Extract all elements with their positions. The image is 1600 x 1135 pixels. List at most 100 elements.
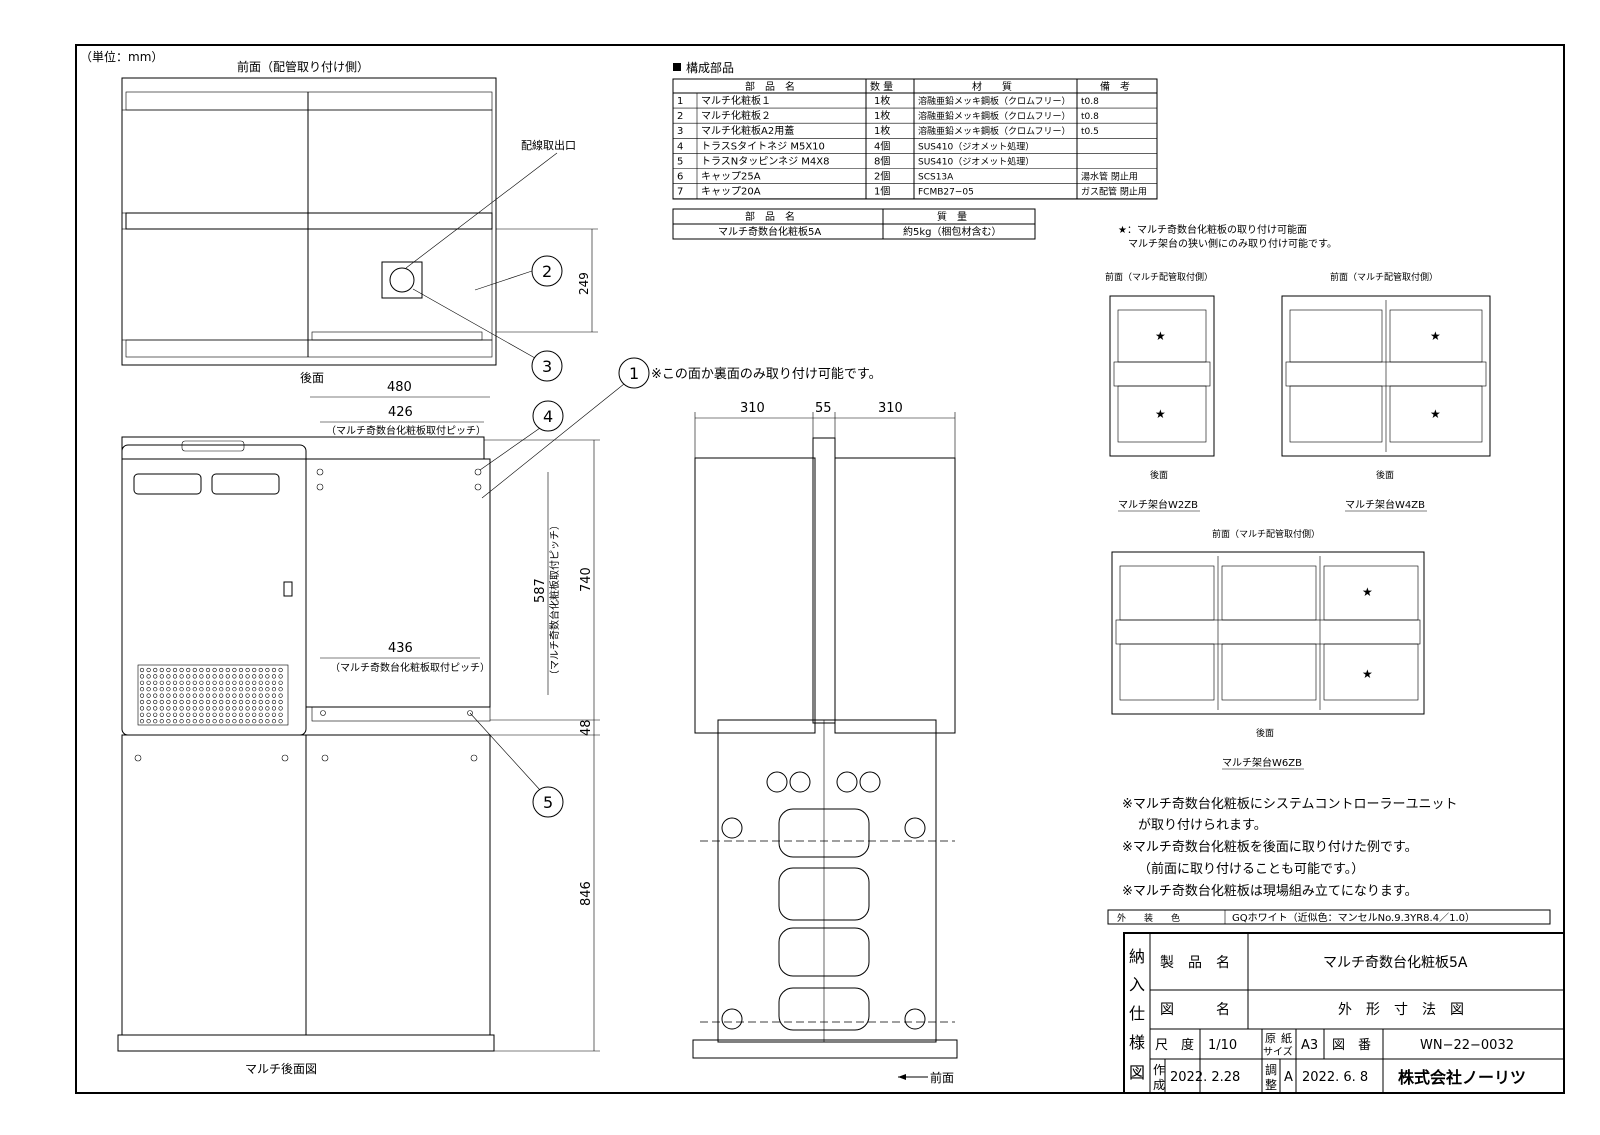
svg-text:調: 調 [1265, 1063, 1277, 1077]
dim-846: 846 [579, 881, 594, 906]
svg-text:が取り付けられます。: が取り付けられます。 [1138, 818, 1267, 833]
drawing-number: WN−22−0032 [1420, 1038, 1514, 1053]
svg-text:マルチ架台W6ZB: マルチ架台W6ZB [1222, 756, 1302, 769]
star-note-2: マルチ架台の狭い側にのみ取り付け可能です。 [1128, 237, 1337, 250]
parts-row-5-material: SUS410（ジオメット処理） [918, 155, 1034, 167]
parts-row-4-material: SUS410（ジオメット処理） [918, 140, 1034, 152]
dim-436: 436 [388, 641, 413, 656]
parts-row-1-material: 溶融亜鉛メッキ鋼板（クロムフリー） [918, 95, 1070, 107]
side-view: 310 55 310 前面 [692, 401, 958, 1085]
svg-text:※マルチ奇数台化粧板にシステムコントローラーユニット: ※マルチ奇数台化粧板にシステムコントローラーユニット [1122, 796, 1458, 812]
svg-text:前面（マルチ配管取付側）: 前面（マルチ配管取付側） [1212, 528, 1320, 540]
front-arrow-label: 前面 [930, 1070, 954, 1085]
svg-text:図: 図 [1129, 1063, 1145, 1082]
notes: ※マルチ奇数台化粧板にシステムコントローラーユニット が取り付けられます。 ※マ… [1122, 796, 1458, 899]
svg-text:A: A [1284, 1070, 1293, 1085]
parts-row-1-no: 1 [677, 96, 683, 107]
parts-row-4-qty: 4個 [874, 139, 890, 152]
parts-row-4-no: 4 [677, 141, 683, 152]
svg-text:外 装 色: 外 装 色 [1117, 912, 1180, 924]
svg-text:備 考: 備 考 [1100, 80, 1130, 93]
svg-text:（前面に取り付けることも可能です。）: （前面に取り付けることも可能です。） [1138, 861, 1364, 877]
dim-740: 740 [579, 567, 594, 592]
parts-row-7-note: ガス配管 閉止用 [1081, 186, 1147, 198]
stand-w6zb: 前面（マルチ配管取付側） ★ ★ 後面 マルチ架台W6ZB [1111, 528, 1425, 770]
knockout-shapes [778, 808, 870, 1031]
parts-row-2-no: 2 [677, 111, 683, 122]
svg-text:整: 整 [1265, 1077, 1277, 1092]
rear-view: 480 426 （マルチ奇数台化粧板取付ピッチ） 436 （マルチ奇数台化粧板取… [117, 380, 600, 1076]
dim-310-right: 310 [878, 401, 903, 416]
stand-left [121, 734, 307, 1036]
dim-55: 55 [815, 401, 832, 416]
dim-587: 587 [533, 578, 548, 603]
parts-row-1-qty: 1枚 [874, 94, 890, 107]
pitch-label-top: （マルチ奇数台化粧板取付ピッチ） [326, 424, 486, 437]
callout-3 [531, 350, 563, 382]
star-note-1: ★：マルチ奇数台化粧板の取り付け可能面 [1118, 223, 1307, 236]
pipe-holes [721, 771, 926, 1030]
dim-426: 426 [388, 405, 413, 420]
svg-text:1/10: 1/10 [1208, 1038, 1237, 1053]
parts-row-6-no: 6 [677, 172, 683, 183]
product-name: マルチ奇数台化粧板5A [1323, 954, 1468, 971]
unit-label: （単位：mm） [80, 49, 163, 64]
company-name: 株式会社ノーリツ [1398, 1068, 1526, 1087]
svg-text:後面: 後面 [1376, 469, 1394, 481]
svg-text:★: ★ [1430, 407, 1441, 421]
svg-text:納: 納 [1129, 947, 1145, 966]
top-view: 前面（配管取り付け側） 配線取出口 後面 249 2 3 [121, 59, 598, 385]
parts-row-1-name: マルチ化粧板１ [701, 94, 771, 107]
vent-holes [139, 667, 283, 724]
callout-5 [532, 786, 564, 818]
svg-text:成: 成 [1153, 1078, 1165, 1092]
top-outline [121, 77, 497, 366]
parts-row-2-qty: 1枚 [874, 109, 890, 122]
svg-text:※マルチ奇数台化粧板を後面に取り付けた例です。: ※マルチ奇数台化粧板を後面に取り付けた例です。 [1122, 839, 1418, 855]
color-row [1107, 909, 1551, 925]
center-post [812, 437, 836, 724]
dim-310-left: 310 [740, 401, 765, 416]
svg-text:材 質: 材 質 [972, 80, 1012, 93]
top-rear-label: 後面 [300, 371, 324, 385]
top-front-label: 前面（配管取り付け側） [237, 59, 369, 74]
parts-row-5-name: トラスNタッピンネジ M4X8 [701, 155, 829, 167]
dim-48: 48 [579, 719, 594, 736]
rear-caption: マルチ後面図 [245, 1062, 317, 1076]
parts-row-3-name: マルチ化粧板A2用蓋 [701, 124, 794, 137]
svg-text:後面: 後面 [1256, 727, 1274, 739]
wire-outlet-label: 配線取出口 [521, 138, 576, 152]
stand-w4zb: 前面（マルチ配管取付側） ★ ★ 後面 マルチ架台W4ZB [1281, 271, 1491, 512]
stand-w2zb: 前面（マルチ配管取付側） ★ ★ 後面 マルチ架台W2ZB [1105, 271, 1215, 512]
pitch-label-bottom: （マルチ奇数台化粧板取付ピッチ） [330, 661, 490, 674]
sheet-border [75, 44, 1565, 1094]
parts-row-5-qty: 8個 [874, 154, 890, 167]
parts-row-6-note: 湯水管 閉止用 [1081, 171, 1138, 183]
pitch-label-vertical: （マルチ奇数台化粧板取付ピッチ） [548, 520, 561, 680]
svg-text:マルチ架台W4ZB: マルチ架台W4ZB [1345, 498, 1425, 511]
parts-row-1-note: t0.8 [1081, 97, 1099, 107]
svg-text:作: 作 [1153, 1063, 1165, 1077]
parts-row-2-material: 溶融亜鉛メッキ鋼板（クロムフリー） [918, 110, 1070, 122]
parts-row-2-name: マルチ化粧板２ [701, 109, 771, 122]
wire-outlet-plate [381, 261, 423, 299]
mass-table: 部 品 名 質 量 マルチ奇数台化粧板5A 約5kg（梱包材含む） [672, 208, 1036, 240]
svg-text:3: 3 [542, 357, 552, 376]
callout-1 [618, 357, 650, 389]
parts-row-3-qty: 1枚 [874, 124, 890, 137]
parts-row-3-material: 溶融亜鉛メッキ鋼板（クロムフリー） [918, 125, 1070, 137]
parts-row-7-qty: 1個 [874, 185, 890, 198]
parts-row-7-name: キャップ20A [701, 186, 761, 198]
dim-480: 480 [387, 380, 412, 395]
title-block: 納 入 仕 様 図 製 品 名 マルチ奇数台化粧板5A 図 名 外 形 寸 法 … [1123, 932, 1565, 1094]
callout-4 [532, 400, 564, 432]
drawing-name: 外 形 寸 法 図 [1338, 1002, 1464, 1018]
svg-text:図 番: 図 番 [1332, 1038, 1371, 1053]
water-heater-unit [121, 444, 307, 736]
svg-text:原: 原 [1265, 1032, 1276, 1045]
svg-text:後面: 後面 [1150, 469, 1168, 481]
parts-row-6-material: SCS13A [918, 173, 954, 183]
svg-text:サイズ: サイズ [1263, 1045, 1293, 1058]
parts-row-6-qty: 2個 [874, 170, 890, 183]
